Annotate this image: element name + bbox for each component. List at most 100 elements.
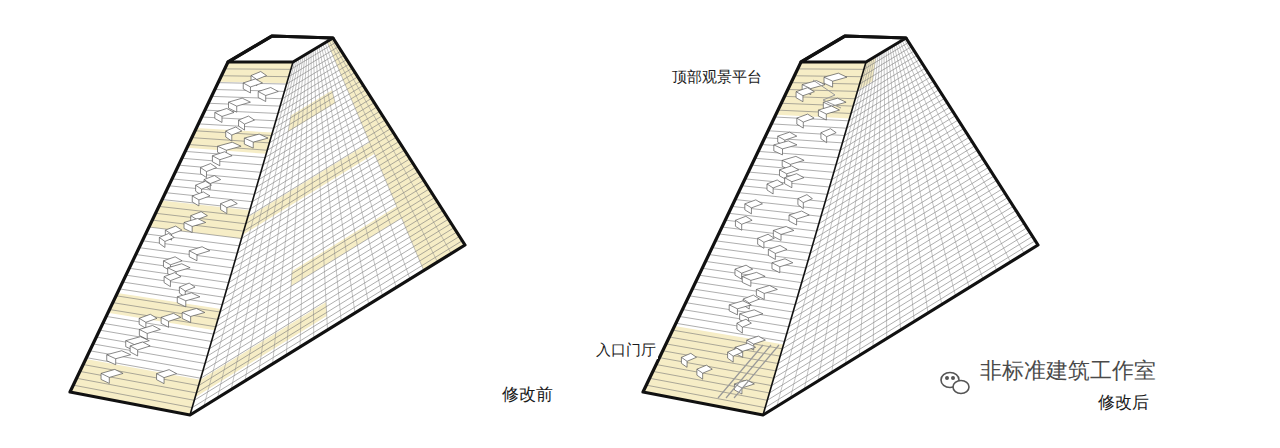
terrace-box (756, 285, 777, 299)
drawing-line (311, 51, 314, 338)
terrace-box (258, 88, 278, 102)
highlight-band (187, 128, 273, 154)
drawing-line (225, 68, 291, 69)
drawing-line (798, 68, 864, 69)
drawing-line (116, 296, 220, 312)
terrace-box (796, 88, 814, 102)
drawing-line (894, 45, 956, 296)
drawing-line (859, 54, 880, 356)
drawing-line (119, 289, 222, 305)
terrace-box (797, 114, 814, 128)
roof-face (801, 36, 906, 62)
drawing-line (785, 96, 856, 98)
drawing-line (231, 58, 299, 389)
terrace-box (821, 129, 836, 143)
terrace-box (697, 365, 712, 379)
terrace-box (189, 247, 210, 261)
terrace-box (742, 272, 765, 286)
terrace-box (212, 152, 232, 166)
drawing-line (162, 200, 250, 210)
highlight-band (70, 359, 200, 415)
terrace-box (192, 192, 210, 206)
callout-label: 入口门厅 (594, 341, 658, 359)
highlight-band (108, 293, 221, 330)
terrace-box (773, 226, 794, 240)
terrace-box (798, 195, 812, 209)
terrace-box (785, 174, 804, 188)
drawing-line (673, 330, 783, 349)
terrace-box (229, 98, 251, 112)
drawing-line (781, 103, 853, 106)
roof-face (228, 36, 333, 62)
drawing-line (325, 43, 410, 279)
drawing-line (659, 358, 773, 379)
terrace-box (184, 218, 206, 232)
drawing-line (898, 43, 983, 279)
drawing-line (90, 351, 203, 371)
building-after (643, 36, 1038, 415)
building-outline (70, 36, 465, 415)
drawing-line (742, 186, 828, 195)
terrace-box (182, 308, 205, 322)
lobby-stair (726, 345, 771, 398)
terrace-box (101, 369, 123, 383)
terrace-box (244, 134, 268, 148)
drawing-line (100, 330, 210, 349)
drawing-line (300, 52, 309, 347)
callout-label: 顶部观景平台 (670, 68, 764, 86)
drawing-line (329, 40, 438, 262)
terrace-box (728, 348, 743, 362)
drawing-line (873, 52, 882, 347)
terrace-box (161, 313, 181, 327)
drawing-line (778, 110, 851, 113)
terrace-box (734, 380, 754, 394)
drawing-line (888, 49, 914, 322)
terrace-box (824, 73, 847, 87)
drawing-line (765, 138, 843, 143)
drawing-line (169, 186, 255, 195)
terrace-box (818, 106, 839, 120)
terrace-box (226, 127, 242, 141)
terrace-box (735, 216, 752, 230)
terrace-box (745, 200, 763, 214)
terrace-box (157, 370, 177, 384)
watermark: 非标准建筑工作室 (978, 358, 1158, 384)
drawing-line (286, 54, 307, 356)
terrace-box (772, 259, 793, 273)
caption-after: 修改后 (1096, 392, 1151, 412)
drawing-line (771, 124, 846, 128)
terrace-box (130, 342, 150, 356)
terrace-box (737, 319, 751, 333)
caption-before: 修改前 (500, 384, 555, 404)
terrace-box (681, 353, 696, 367)
terrace-box (107, 351, 131, 365)
terrace-box (774, 141, 797, 155)
drawing-line (804, 58, 872, 389)
terrace-box (239, 116, 255, 130)
drawing-line (123, 282, 225, 297)
drawing-line (762, 145, 841, 151)
drawing-line (904, 39, 1024, 253)
terrace-box (758, 234, 775, 248)
drawing-line (321, 45, 383, 296)
drawing-line (315, 49, 341, 322)
drawing-line (902, 40, 1011, 262)
terrace-box (221, 200, 238, 214)
drawing-line (139, 248, 235, 261)
highlight-band (149, 201, 250, 239)
terrace-box (159, 233, 174, 247)
drawing-line (758, 151, 838, 157)
terrace-box (768, 245, 787, 259)
drawing-line (313, 50, 328, 330)
drawing-line (676, 323, 785, 341)
wechat-icon (941, 373, 969, 394)
drawing-line (884, 51, 887, 338)
building-before (70, 36, 465, 415)
deck-stair (813, 80, 841, 108)
terrace-box (789, 211, 809, 225)
drawing-line (738, 193, 825, 202)
terrace-box (164, 273, 181, 287)
drawing-line (179, 165, 261, 172)
lobby-stair (734, 345, 779, 398)
